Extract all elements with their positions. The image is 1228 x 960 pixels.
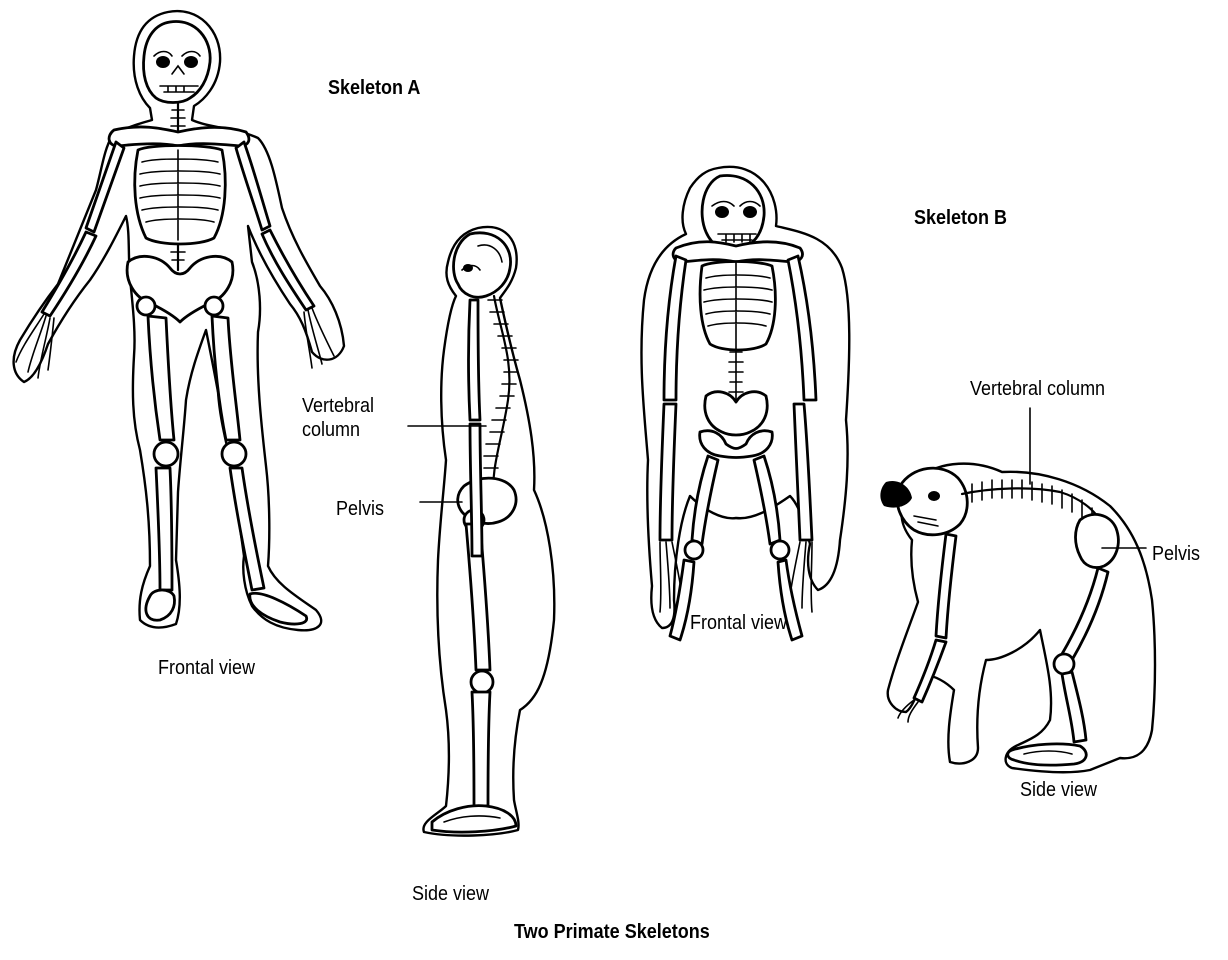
skeleton-b-side-drawing — [880, 464, 1155, 773]
pelvis-label-a: Pelvis — [336, 497, 384, 521]
skeleton-a-frontal-caption: Frontal view — [158, 656, 255, 680]
skeleton-b-frontal-caption: Frontal view — [690, 611, 787, 635]
skeleton-a-heading: Skeleton A — [328, 76, 420, 100]
skeleton-a-side-drawing — [423, 227, 554, 836]
pelvis-label-b: Pelvis — [1152, 542, 1200, 566]
vertebral-column-label-b: Vertebral column — [970, 377, 1105, 401]
skeleton-b-heading: Skeleton B — [914, 206, 1007, 230]
skeleton-b-side-caption: Side view — [1020, 778, 1097, 802]
skeleton-a-frontal-drawing — [14, 11, 344, 630]
vertebral-column-label-a: Vertebral column — [302, 394, 374, 442]
skeleton-a-side-caption: Side view — [412, 882, 489, 906]
skeleton-b-frontal-drawing — [641, 167, 849, 640]
figure-title: Two Primate Skeletons — [514, 920, 710, 944]
